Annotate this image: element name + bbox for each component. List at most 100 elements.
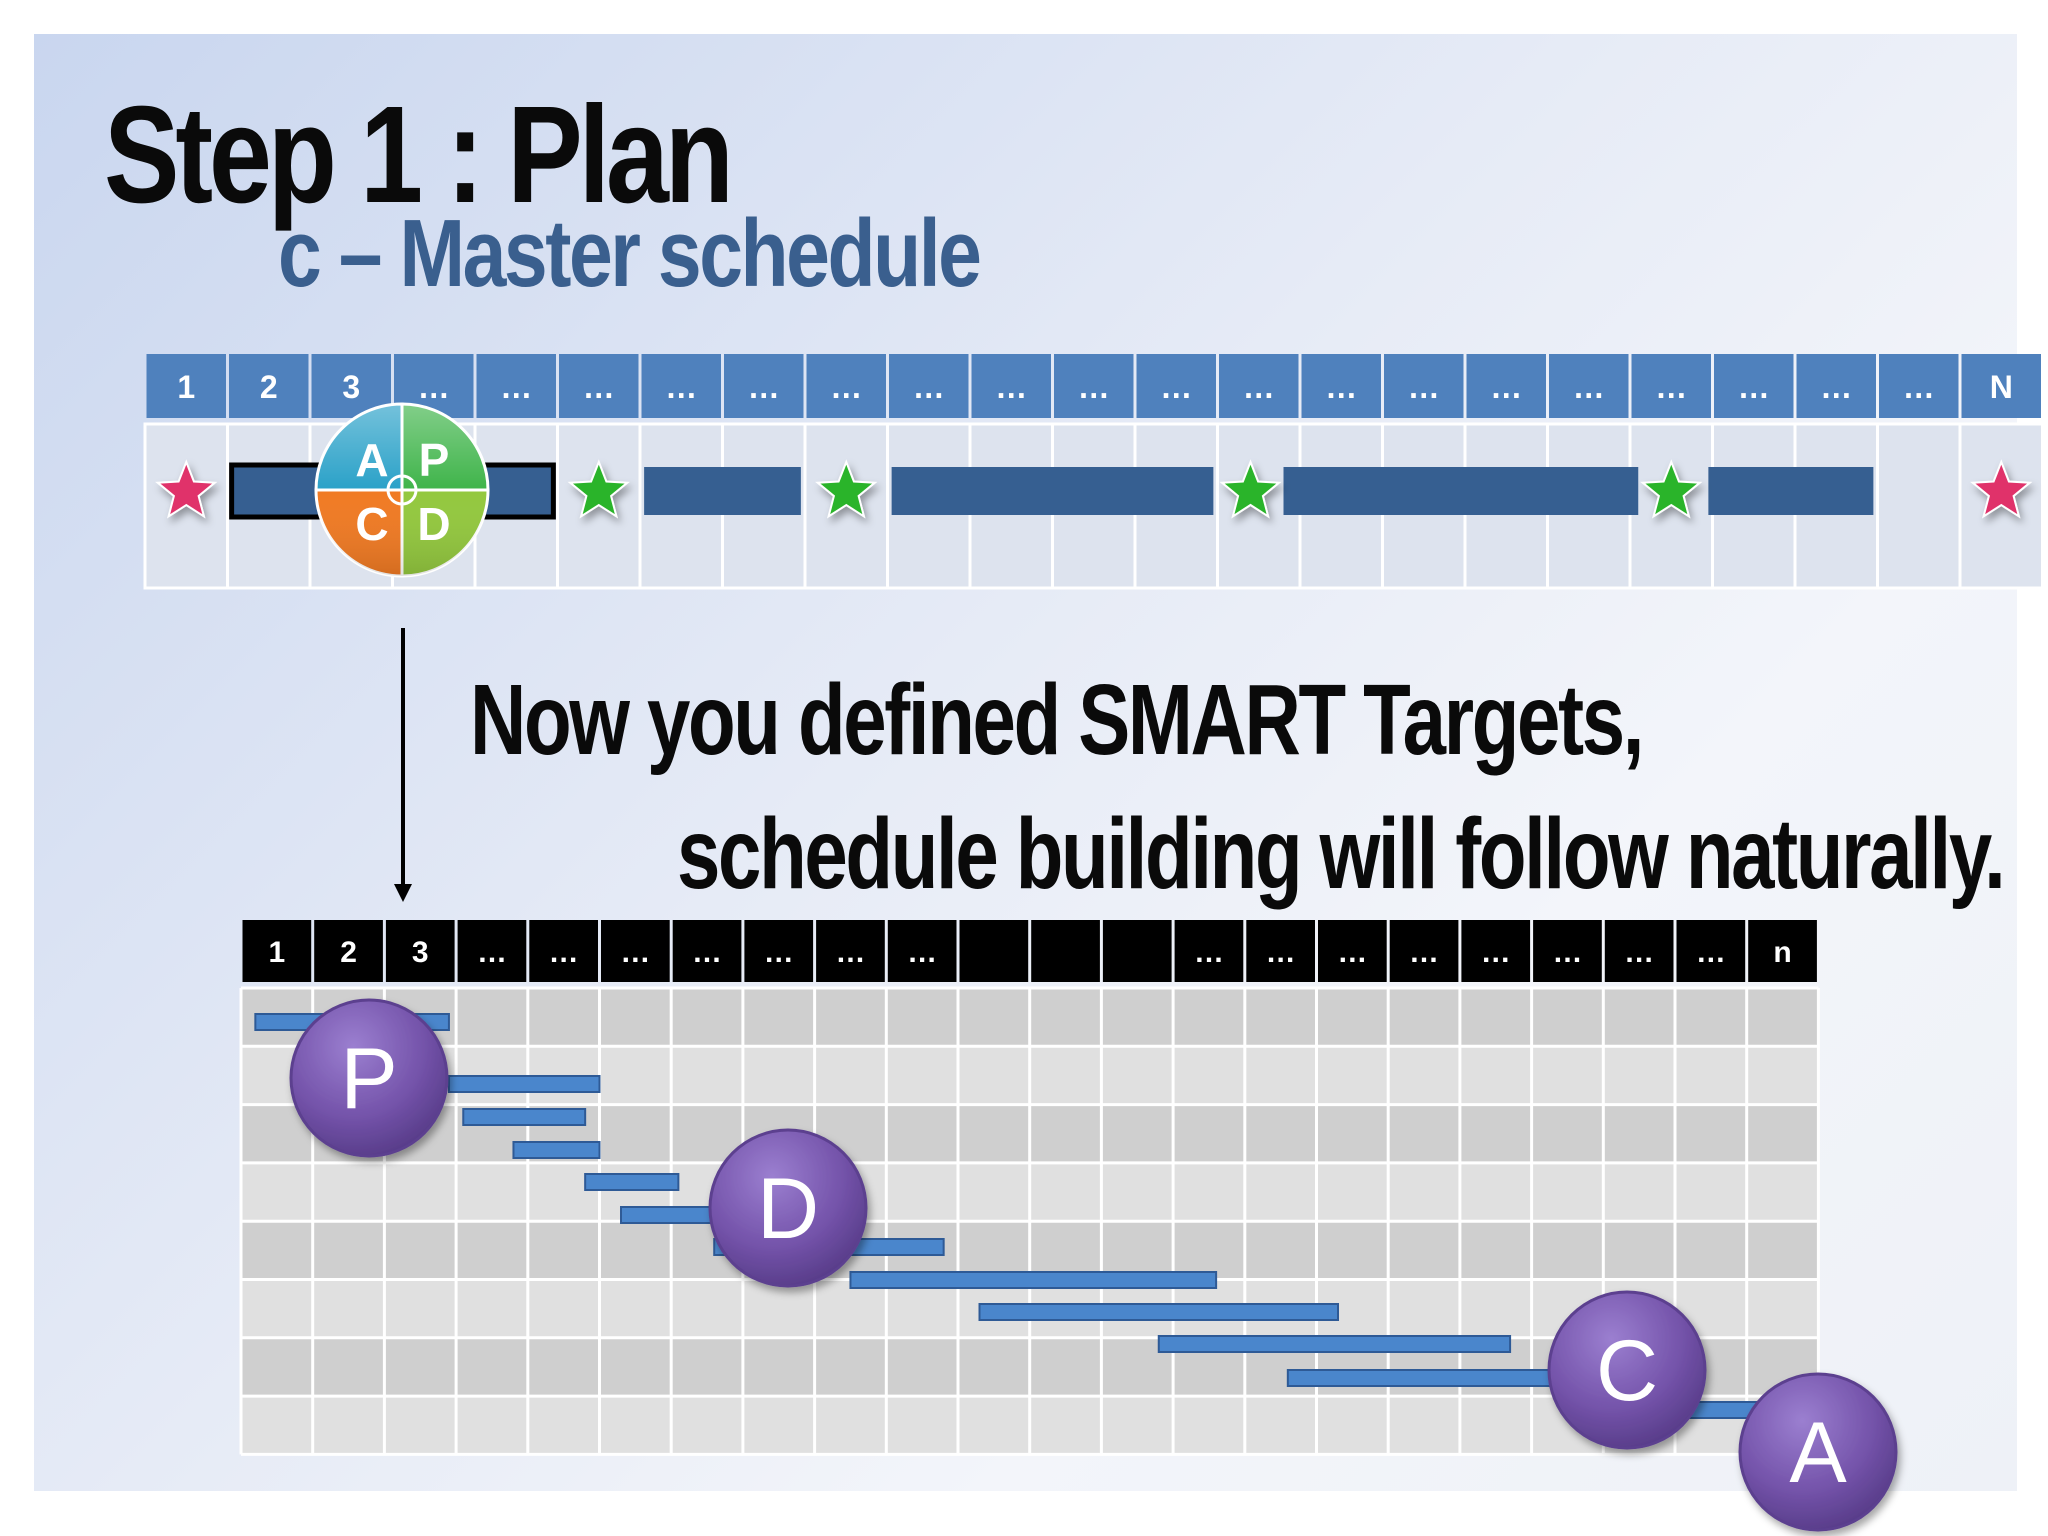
detail-schedule-bar — [1157, 1335, 1512, 1353]
master-header-label: … — [1903, 369, 1935, 405]
detail-header-cell — [887, 920, 957, 982]
master-header-cell — [1466, 354, 1546, 418]
detail-header-label: 3 — [412, 936, 429, 969]
master-header-cell — [806, 354, 886, 418]
master-header-cell — [1714, 354, 1794, 418]
phase-circle-label: C — [1596, 1323, 1658, 1419]
phase-circle-p — [289, 998, 449, 1158]
master-header-label: … — [1325, 369, 1357, 405]
phase-circle-a — [1738, 1372, 1898, 1532]
master-header-label: … — [583, 369, 615, 405]
pink-star-icon — [1970, 459, 2033, 519]
master-header-cell — [724, 354, 804, 418]
master-header-cell — [1879, 354, 1959, 418]
pdca-wheel-hub — [386, 474, 418, 506]
master-header-label: … — [748, 369, 780, 405]
detail-header-cell — [1174, 920, 1244, 982]
green-star-icon — [815, 459, 878, 519]
detail-header-cell — [1389, 920, 1459, 982]
detail-header-label: … — [549, 936, 579, 969]
pink-star-icon — [155, 459, 218, 519]
down-arrow-icon — [394, 628, 412, 902]
detail-header-label: … — [835, 936, 865, 969]
master-header-cell — [476, 354, 556, 418]
master-header-cell — [1219, 354, 1299, 418]
master-header-cell — [146, 354, 226, 418]
master-schedule-bar — [891, 467, 1214, 515]
detail-header-cell — [1031, 920, 1100, 982]
detail-header-cell — [242, 920, 312, 982]
message-line-2: schedule building will follow naturally. — [677, 798, 2006, 910]
detail-header-cell — [457, 920, 527, 982]
detail-header-cell — [601, 920, 670, 982]
master-header-cell — [971, 354, 1051, 418]
detail-header-cell — [1748, 920, 1817, 982]
pdca-wheel-label: D — [417, 498, 450, 550]
master-header-label: N — [1990, 369, 2013, 405]
detail-header-label: 1 — [269, 936, 286, 969]
master-header-label: … — [500, 369, 532, 405]
pdca-wheel-label: C — [355, 498, 388, 550]
master-header-label: … — [418, 369, 450, 405]
detail-header-cell — [959, 920, 1029, 982]
detail-header-cell — [529, 920, 598, 982]
detail-header-label: … — [764, 936, 794, 969]
detail-header-label: … — [620, 936, 650, 969]
detail-header-label: … — [692, 936, 722, 969]
master-milestones — [155, 459, 2033, 519]
master-header-cell — [1136, 354, 1216, 418]
master-header-label: 3 — [342, 369, 360, 405]
detail-header-label: n — [1773, 936, 1791, 969]
detail-header-label: … — [1337, 936, 1367, 969]
detail-header-cell — [816, 920, 885, 982]
detail-schedule-bar — [462, 1108, 587, 1126]
detail-schedule-bar — [512, 1141, 601, 1159]
master-schedule-bar — [644, 467, 801, 515]
phase-circle-d — [708, 1128, 868, 1288]
master-header-cell — [1384, 354, 1464, 418]
page-subtitle: c – Master schedule — [278, 200, 982, 307]
phase-circle-label: P — [340, 1031, 397, 1127]
phase-circle-label: A — [1789, 1405, 1847, 1501]
detail-header-cell — [1102, 920, 1172, 982]
pdca-wheel-label: A — [355, 434, 388, 486]
detail-header-label: … — [477, 936, 507, 969]
master-schedule-bar — [1708, 467, 1874, 515]
master-header-cell — [1301, 354, 1381, 418]
green-star-icon — [567, 459, 630, 519]
detail-header-label: … — [907, 936, 937, 969]
green-star-icon — [1219, 459, 1282, 519]
pdca-wheel-gloss — [316, 404, 488, 576]
master-header-label: … — [995, 369, 1027, 405]
detail-header-label: … — [1481, 936, 1511, 969]
detail-header-cell — [744, 920, 814, 982]
detail-header-label: … — [1696, 936, 1726, 969]
detail-header-cell — [672, 920, 742, 982]
detail-header-cell — [314, 920, 383, 982]
detail-header-label: … — [1552, 936, 1582, 969]
master-header-cell — [559, 354, 639, 418]
master-header-cell — [1549, 354, 1629, 418]
master-header-label: … — [1573, 369, 1605, 405]
page-title: Step 1 : Plan — [104, 78, 734, 232]
phase-circle-c — [1547, 1290, 1707, 1450]
master-header-label: … — [665, 369, 697, 405]
master-header-label: … — [1820, 369, 1852, 405]
master-header-cell — [229, 354, 309, 418]
detail-schedule-bar — [447, 1075, 601, 1093]
detail-header-label: … — [1194, 936, 1224, 969]
master-header-label: … — [913, 369, 945, 405]
detail-schedule-bar — [849, 1271, 1218, 1289]
master-schedule-bar — [1283, 467, 1639, 515]
master-header-label: … — [830, 369, 862, 405]
master-header-label: … — [1655, 369, 1687, 405]
detail-header-label: … — [1409, 936, 1439, 969]
detail-header-label: 2 — [340, 936, 357, 969]
master-header-cell — [1631, 354, 1711, 418]
message-line-1: Now you defined SMART Targets, — [470, 664, 1644, 776]
master-header-label: … — [1078, 369, 1110, 405]
